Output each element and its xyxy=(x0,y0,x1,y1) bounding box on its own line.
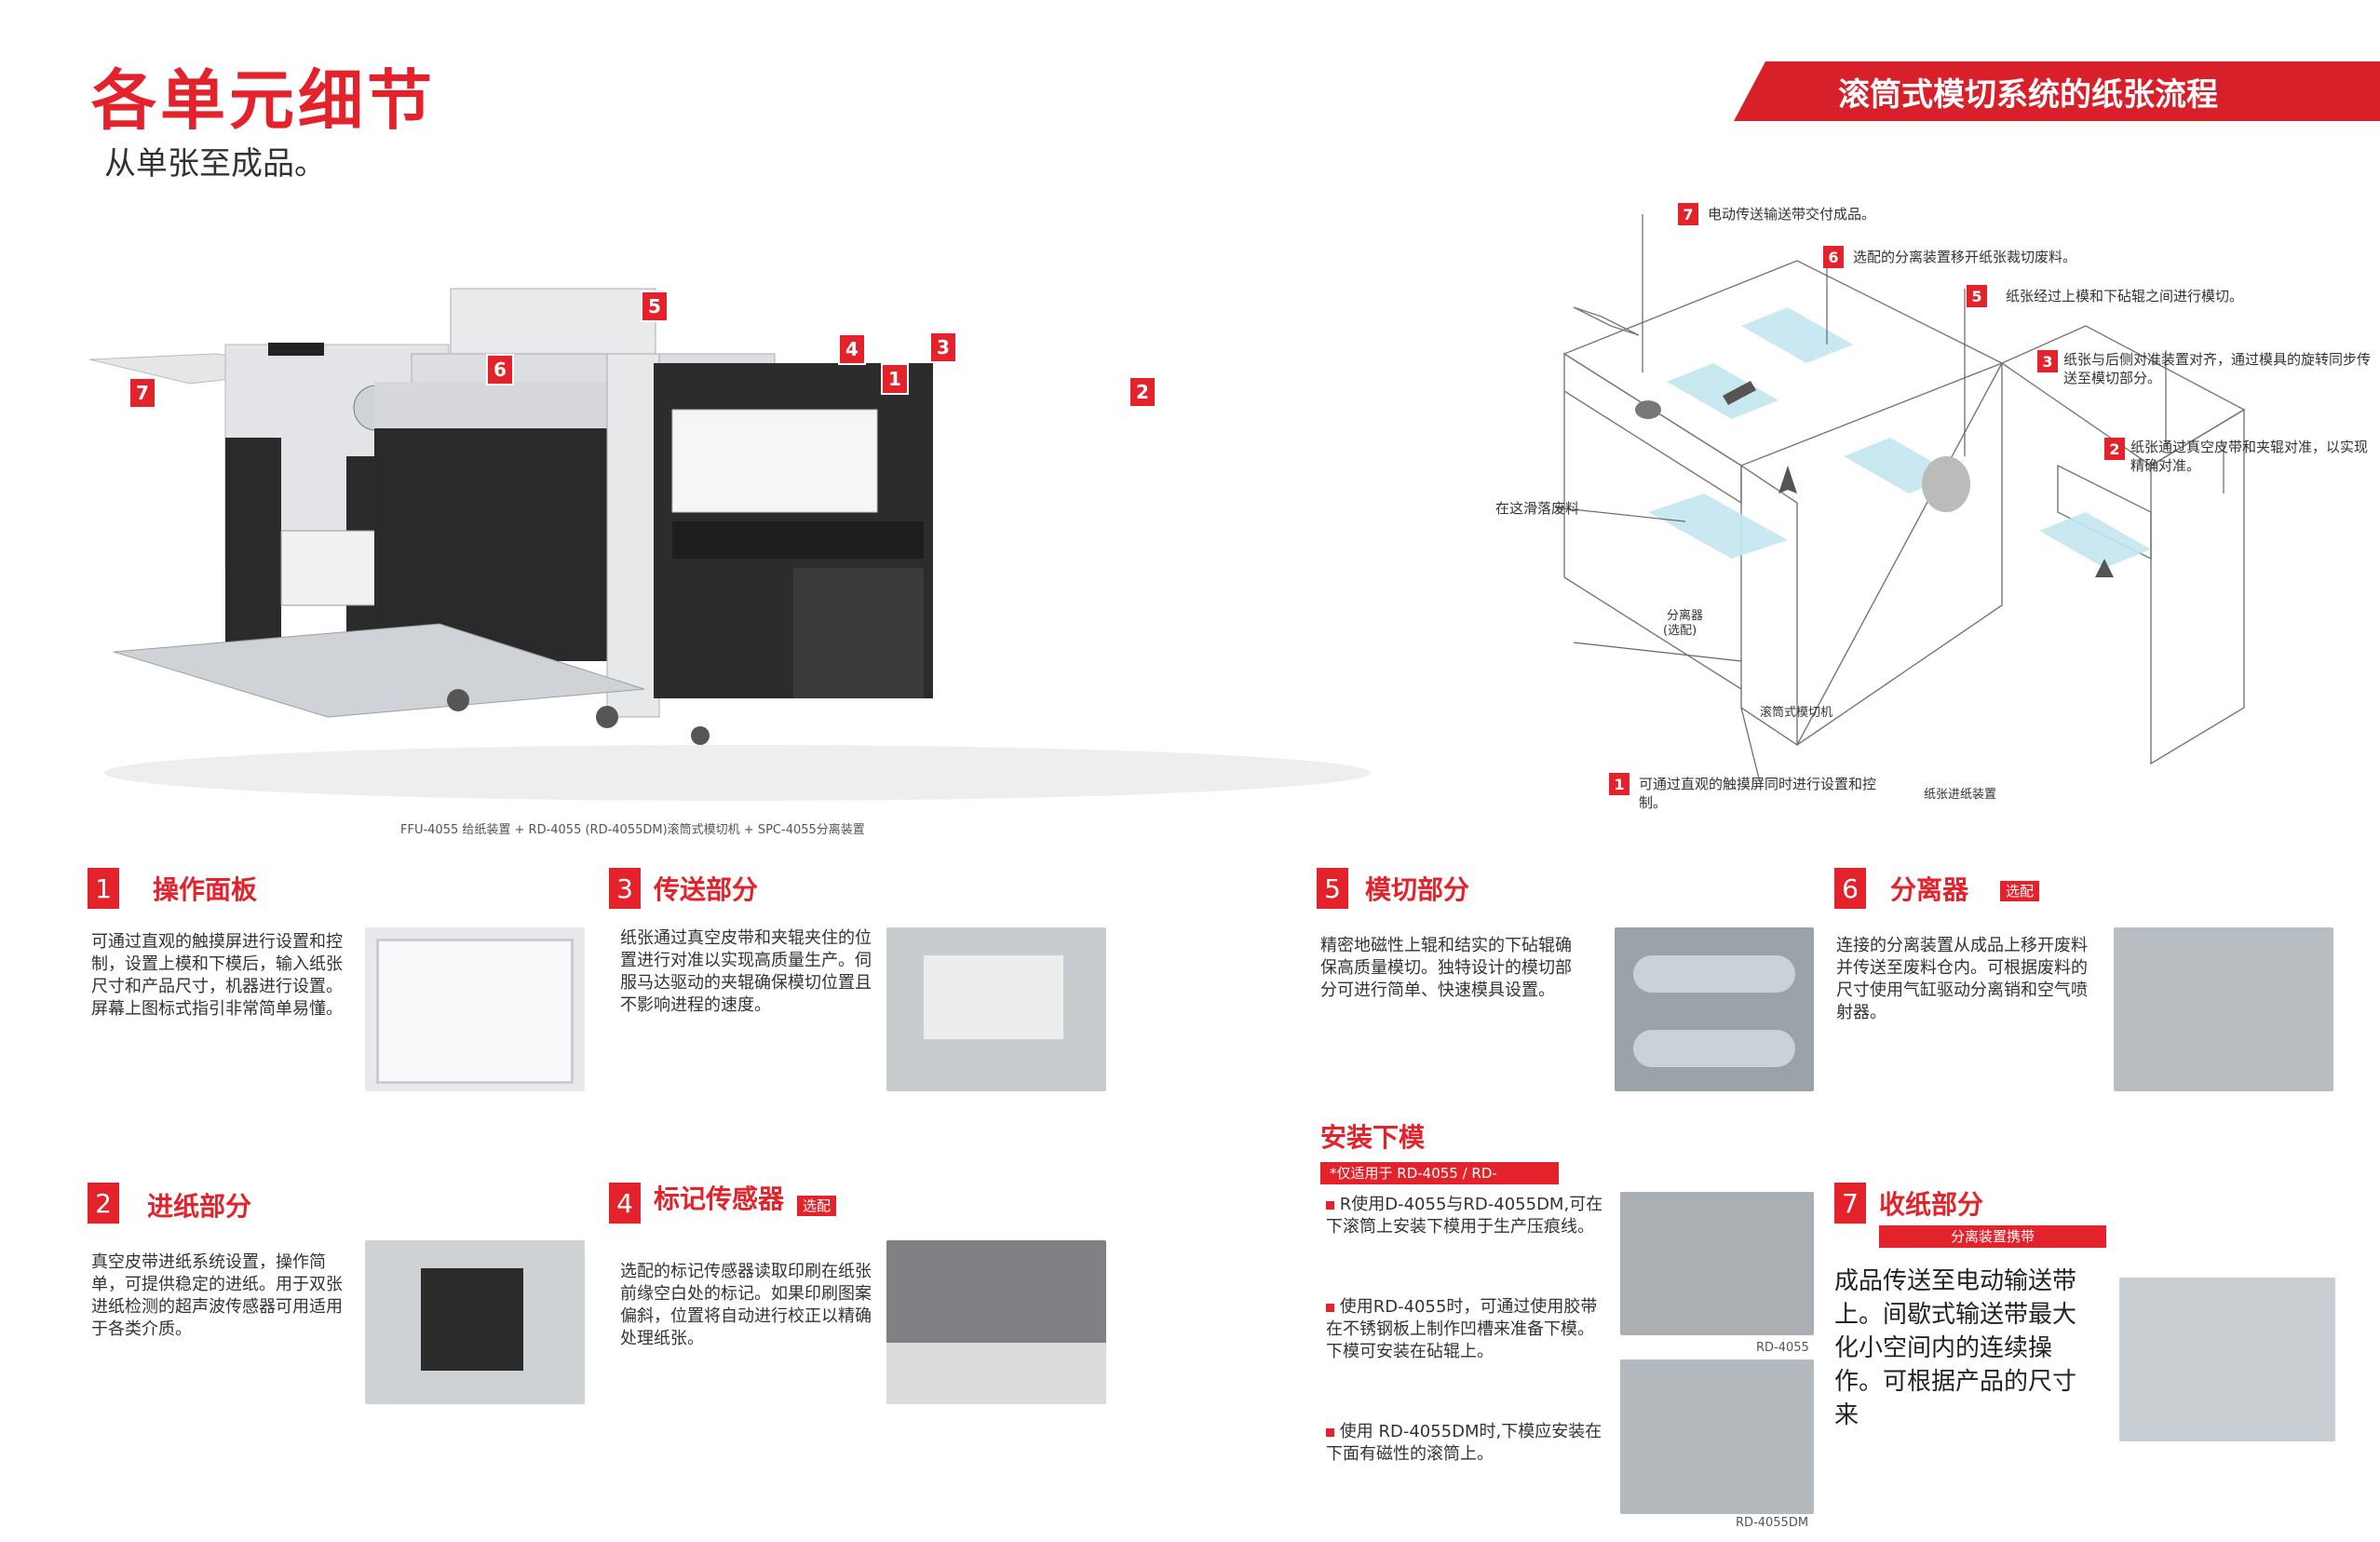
machine-illustration xyxy=(88,288,1371,801)
callout-3: 3 xyxy=(929,331,957,363)
section-3-number: 3 xyxy=(609,868,641,909)
rd4055dm-caption: RD-4055DM xyxy=(1736,1516,1809,1530)
install-die-tag: *仅适用于 RD-4055 / RD-4055DM xyxy=(1320,1162,1559,1204)
section-7-number: 7 xyxy=(1834,1183,1866,1224)
diagram-step-1-text: 可通过直观的触摸屏同时进行设置和控制。 xyxy=(1639,776,1877,811)
diagram-step-6-text: 选配的分离装置移开纸张裁切废料。 xyxy=(1853,249,2077,265)
machine-photo: 7 6 5 4 3 1 2 xyxy=(86,251,1389,810)
diagram-step-7-num: 7 xyxy=(1678,203,1698,225)
diagram-step-2-num: 2 xyxy=(2104,438,2125,460)
diagram-step-2-text: 纸张通过真空皮带和夹辊对准，以实现精确对准。 xyxy=(2130,439,2369,474)
section-5-text: 精密地磁性上辊和结实的下砧辊确保高质量模切。独特设计的模切部分可进行简单、快速模… xyxy=(1320,936,1572,1000)
section-4-text: 选配的标记传感器读取印刷在纸张前缘空白处的标记。如果印刷图案偏斜，位置将自动进行… xyxy=(620,1262,872,1348)
paper-flow-diagram: 7 电动传送输送带交付成品。 6 选配的分离装置移开纸张裁切废料。 5 纸张经过… xyxy=(1481,186,2380,838)
diecutter-label: 滚筒式模切机 xyxy=(1760,706,1833,720)
separator-label: 分离器 xyxy=(1667,609,1704,623)
section-2-text: 真空皮带进纸系统设置，操作简单，可提供稳定的进纸。用于双张进纸检测的超声波传感器… xyxy=(91,1252,343,1339)
diagram-step-3-num: 3 xyxy=(2037,350,2058,372)
install-bullet-2: 使用RD-4055时，可通过使用胶带在不锈钢板上制作凹槽来准备下模。下模可安装在… xyxy=(1326,1296,1605,1363)
section-3-title: 传送部分 xyxy=(654,874,759,905)
bullet-marker xyxy=(1326,1428,1334,1437)
section-6-number: 6 xyxy=(1834,868,1866,909)
callout-5: 5 xyxy=(641,291,669,322)
diagram-step-7-text: 电动传送输送带交付成品。 xyxy=(1708,206,1876,223)
feeding-section-photo xyxy=(365,1240,585,1404)
section-1-number: 1 xyxy=(88,868,119,909)
rd4055-photo xyxy=(1620,1192,1814,1335)
touchscreen-image xyxy=(376,939,574,1084)
feeder-label: 纸张进纸装置 xyxy=(1924,788,1997,802)
section-banner: 滚筒式模切系统的纸张流程 xyxy=(1734,61,2380,121)
page-subtitle: 从单张至成品。 xyxy=(104,145,326,183)
install-bullet-1-text: R使用D-4055与RD-4055DM,可在下滚筒上安装下模用于生产压痕线。 xyxy=(1326,1195,1603,1237)
rd4055-caption: RD-4055 xyxy=(1756,1341,1809,1355)
waste-label: 在这滑落废料 xyxy=(1495,500,1580,517)
section-4-optional-tag: 选配 xyxy=(797,1196,837,1216)
diagram-illustration xyxy=(1554,214,2246,783)
callout-4: 4 xyxy=(838,333,866,365)
install-bullet-2-text: 使用RD-4055时，可通过使用胶带在不锈钢板上制作凹槽来准备下模。下模可安装在… xyxy=(1326,1297,1598,1361)
section-3-text: 纸张通过真空皮带和夹辊夹住的位置进行对准以实现高质量生产。伺服马达驱动的夹辊确保… xyxy=(620,928,872,1015)
callout-7: 7 xyxy=(128,377,156,409)
section-2-number: 2 xyxy=(88,1183,119,1224)
install-bullet-1: R使用D-4055与RD-4055DM,可在下滚筒上安装下模用于生产压痕线。 xyxy=(1326,1194,1605,1238)
section-6-text: 连接的分离装置从成品上移开废料并传送至废料仓内。可根据废料的尺寸使用气缸驱动分离… xyxy=(1836,936,2088,1022)
rd4055dm-photo xyxy=(1620,1359,1814,1514)
callout-1: 1 xyxy=(881,363,909,395)
section-1-text: 可通过直观的触摸屏进行设置和控制，设置上模和下模后，输入纸张尺寸和产品尺寸，机器… xyxy=(91,932,343,1019)
diagram-step-1-num: 1 xyxy=(1609,773,1629,795)
operation-panel-photo xyxy=(365,927,585,1091)
transfer-section-photo xyxy=(886,927,1106,1091)
separator-optional-label: (选配) xyxy=(1663,624,1697,638)
bullet-marker xyxy=(1326,1201,1334,1210)
install-bullet-3-text: 使用 RD-4055DM时,下模应安装在下面有磁性的滚筒上。 xyxy=(1326,1422,1602,1464)
section-5-title: 模切部分 xyxy=(1365,874,1470,905)
page-title: 各单元细节 xyxy=(91,62,436,139)
section-1-title: 操作面板 xyxy=(153,874,258,905)
section-5-number: 5 xyxy=(1317,868,1348,909)
delivery-section-photo xyxy=(2119,1278,2335,1441)
section-6-optional-tag: 选配 xyxy=(2000,881,2040,901)
section-2-title: 进纸部分 xyxy=(147,1191,252,1222)
callout-2: 2 xyxy=(1129,376,1156,408)
diecutting-section-photo xyxy=(1615,927,1814,1091)
section-7-text: 成品传送至电动输送带上。间歇式输送带最大化小空间内的连续操作。可根据产品的尺寸来 xyxy=(1834,1267,2077,1429)
separator-photo xyxy=(2114,927,2333,1091)
diagram-step-5-num: 5 xyxy=(1967,285,1987,307)
section-4-title: 标记传感器 xyxy=(654,1184,785,1214)
callout-6: 6 xyxy=(486,354,514,386)
diagram-step-3-text: 纸张与后侧对准装置对齐，通过模具的旋转同步传送至模切部分。 xyxy=(2063,351,2372,386)
bullet-marker xyxy=(1326,1304,1334,1312)
banner-text: 滚筒式模切系统的纸张流程 xyxy=(1838,75,2218,114)
section-7-title: 收纸部分 xyxy=(1879,1189,1984,1220)
install-die-title: 安装下模 xyxy=(1320,1122,1426,1153)
diagram-step-5-text: 纸张经过上模和下砧辊之间进行模切。 xyxy=(2006,288,2244,304)
mark-sensor-photo xyxy=(886,1240,1106,1404)
install-bullet-3: 使用 RD-4055DM时,下模应安装在下面有磁性的滚筒上。 xyxy=(1326,1421,1605,1466)
diagram-step-6-num: 6 xyxy=(1823,246,1844,268)
section-6-title: 分离器 xyxy=(1890,874,1969,905)
machine-caption: FFU-4055 给纸装置 + RD-4055 (RD-4055DM)滚筒式模切… xyxy=(400,823,865,837)
section-7-tag: 分离装置携带 xyxy=(1879,1225,2106,1248)
section-4-number: 4 xyxy=(609,1183,641,1224)
